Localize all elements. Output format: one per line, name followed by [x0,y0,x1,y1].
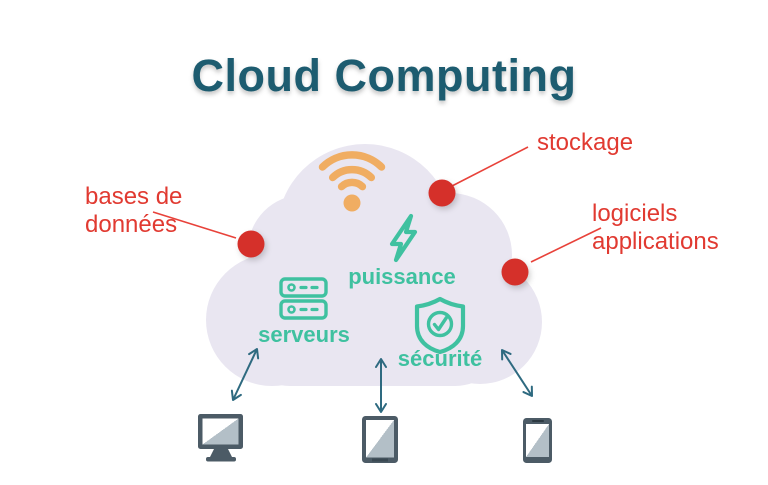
callout-dots [237,179,529,286]
callout-bases-de-donnees: bases de données [85,183,182,239]
callout-logiciels-line1: logiciels [592,200,678,227]
arrow-to-smartphone [501,349,533,397]
feature-label-securite: sécurité [397,346,483,371]
dot-stockage [428,179,456,207]
connector-bases-de-donnees [152,211,237,239]
tablet-icon [362,416,398,463]
connector-logiciels [530,227,602,263]
page-title: Cloud Computing [191,50,577,101]
dot-bases-de-donnees [237,230,265,258]
dot-logiciels [501,258,529,286]
connector-stockage [451,146,529,187]
callout-stockage-label: stockage [537,129,634,156]
server-stack-icon [279,277,328,320]
smartphone-icon [523,418,552,463]
wifi-icon [318,151,386,212]
device-arrows [230,348,533,413]
callout-logiciels-applications: logiciels applications [592,200,719,256]
feature-label-serveurs: serveurs [258,322,350,347]
callout-stockage: stockage [537,129,633,157]
callout-logiciels-line2: applications [592,228,719,255]
arrow-to-monitor [230,348,260,401]
lightning-icon [389,213,418,263]
shield-check-icon [414,296,466,355]
callout-connectors [152,146,602,263]
callout-bases-line2: données [85,211,178,238]
feature-label-puissance: puissance [348,264,456,289]
desktop-monitor-icon [198,414,243,462]
callout-bases-line1: bases de [85,183,183,210]
